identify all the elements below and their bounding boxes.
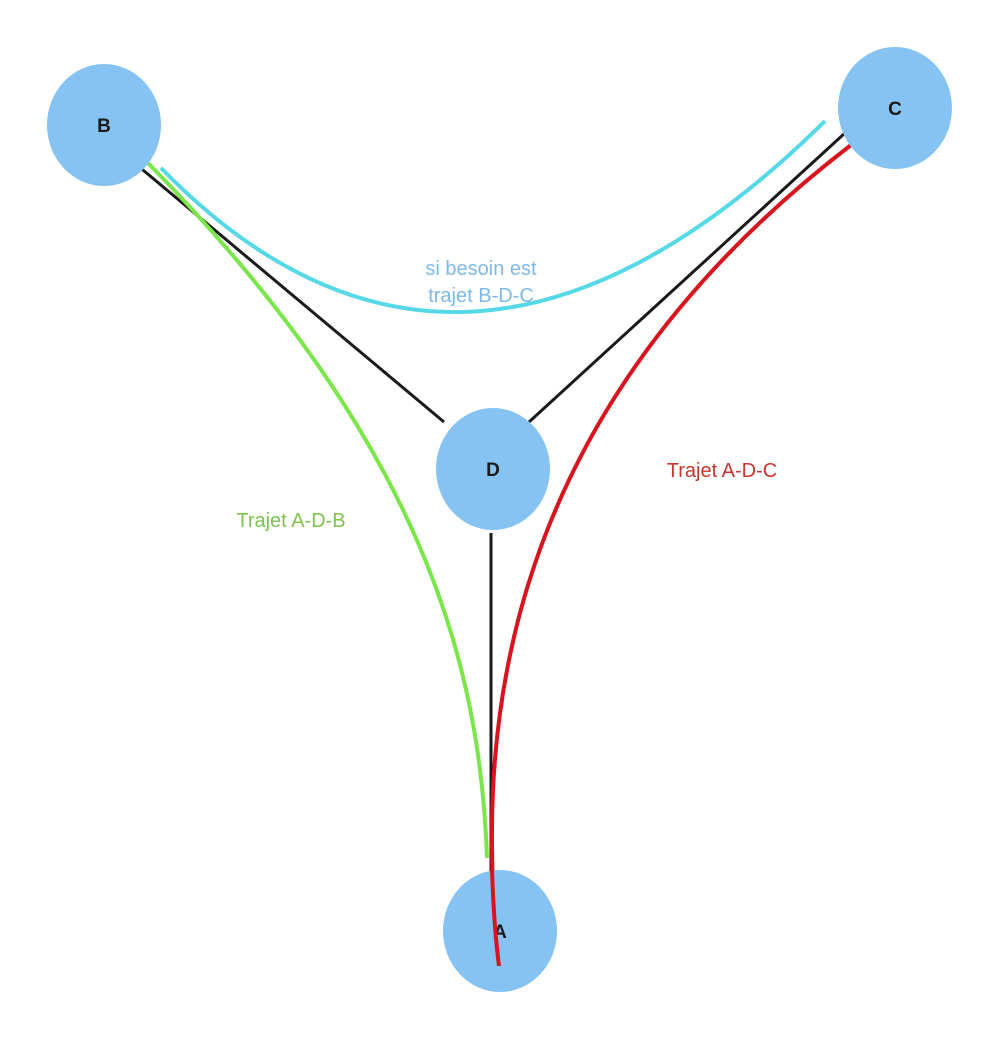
- route-label-bdc-line1: si besoin est: [425, 258, 537, 280]
- edge-c-d: [527, 131, 847, 424]
- route-adc-curve: [489, 143, 853, 967]
- node-d: [436, 408, 550, 530]
- route-adc-tail: [490, 869, 501, 967]
- node-c: [838, 47, 952, 169]
- node-label-d: D: [486, 460, 500, 481]
- route-label-adb: Trajet A-D-B: [236, 510, 345, 532]
- node-a: [443, 870, 557, 992]
- nodes: B C D A: [47, 47, 952, 992]
- route-labels: si besoin est trajet B-D-C Trajet A-D-B …: [236, 258, 777, 532]
- route-bdc-curve: [159, 119, 827, 315]
- route-label-adc: Trajet A-D-C: [667, 460, 777, 482]
- node-b: [47, 64, 161, 186]
- route-label-bdc-line2: trajet B-D-C: [428, 285, 534, 307]
- route-adb-curve: [146, 161, 489, 859]
- edge-b-d: [136, 163, 445, 424]
- node-label-b: B: [97, 116, 111, 137]
- routes: [146, 119, 853, 967]
- node-label-c: C: [888, 99, 902, 120]
